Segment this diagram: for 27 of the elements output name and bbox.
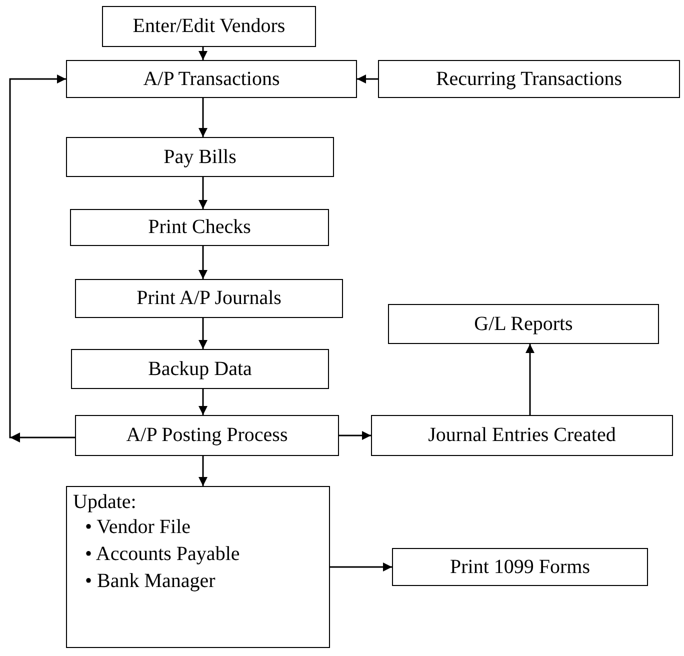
process-box [71, 349, 329, 389]
process-box [75, 279, 343, 318]
box-label: Pay Bills [164, 146, 236, 168]
box-label: G/L Reports [474, 312, 573, 336]
box-label: Recurring Transactions [436, 68, 622, 90]
list-item: • Accounts Payable [85, 543, 240, 565]
box-label: Journal Entries Created [428, 424, 616, 447]
process-box [66, 137, 334, 177]
box-heading: Update: [73, 491, 138, 514]
process-box [70, 209, 329, 246]
list-item: • Vendor File [85, 516, 191, 538]
box-label: Backup Data [148, 358, 252, 380]
process-box [66, 486, 330, 648]
box-label: A/P Transactions [143, 68, 280, 90]
box-label: Print Checks [148, 216, 251, 239]
box-label: Print A/P Journals [136, 287, 282, 310]
process-box [378, 60, 680, 98]
process-box [388, 304, 659, 344]
process-box [102, 6, 316, 47]
box-label: A/P Posting Process [126, 424, 288, 447]
process-box [371, 415, 673, 456]
box-label: Print 1099 Forms [450, 556, 590, 578]
process-box [392, 548, 648, 586]
process-box [75, 415, 339, 456]
process-box [66, 60, 357, 98]
list-item: • Bank Manager [85, 570, 216, 592]
box-label: Enter/Edit Vendors [132, 15, 286, 38]
